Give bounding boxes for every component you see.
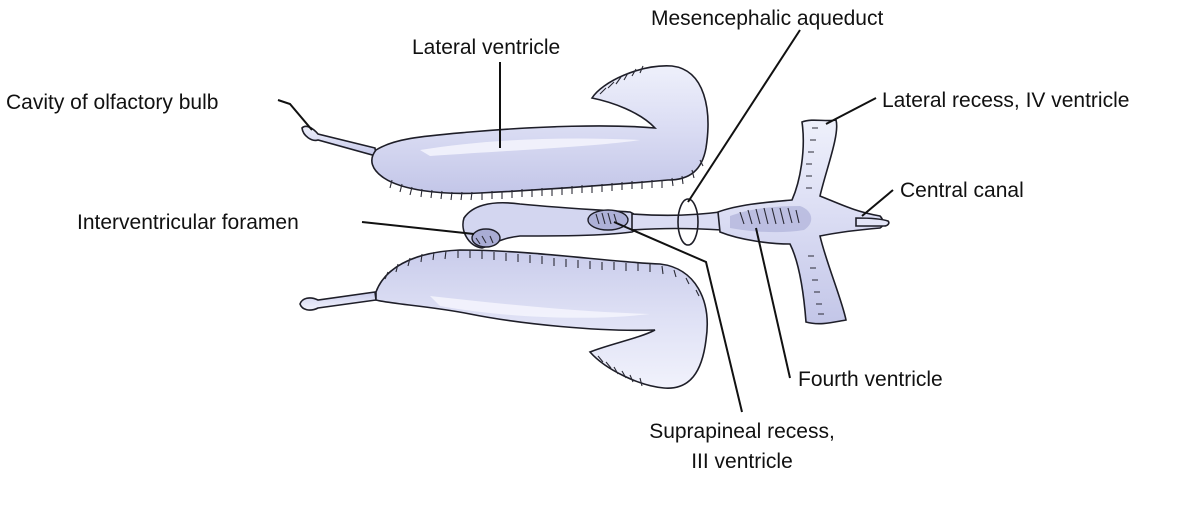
lower-ventricle-shine [430,296,650,318]
fourth-ventricle-complex [631,119,890,325]
label-lateral-ventricle: Lateral ventricle [412,36,560,59]
upper-ventricle-body [371,65,709,195]
leader-suprapineal-recess [613,221,743,413]
lower-horn-hatching [597,355,643,387]
suprapineal-recess-shape [587,209,629,231]
leader-cavity-olfactory-bulb [277,99,313,131]
labels: Mesencephalic aqueduct Lateral ventricle… [6,7,1129,473]
mesencephalic-aqueduct-tube [631,211,723,231]
lower-olfactory-stalk [299,291,377,311]
aqueduct-ring [677,198,699,246]
upper-lateral-ventricle [301,65,709,201]
lower-ventricle-body [375,249,708,389]
lower-ventricle-hatching [384,250,700,297]
upper-horn-hatching [599,65,644,95]
label-mesencephalic-aqueduct: Mesencephalic aqueduct [651,7,883,30]
upper-ventricle-shine [420,138,640,156]
third-ventricle-hatching [475,212,618,245]
label-suprapineal-recess-line1: Suprapineal recess, [649,420,835,443]
leader-central-canal [861,189,894,217]
fourth-ventricle-shade [730,206,812,233]
label-interventricular-foramen: Interventricular foramen [77,211,299,234]
leader-interventricular-foramen [361,221,475,235]
central-canal-tube [855,217,890,227]
upper-olfactory-stalk [301,125,377,158]
label-cavity-olfactory-bulb: Cavity of olfactory bulb [6,91,218,114]
leader-fourth-ventricle [755,227,791,379]
third-ventricle [462,202,640,249]
label-central-canal: Central canal [900,179,1024,202]
label-suprapineal-recess-line2: III ventricle [691,450,793,473]
leader-mesencephalic-aqueduct [687,29,801,203]
upper-ventricle-hatching [389,159,704,201]
label-lateral-recess: Lateral recess, IV ventricle [882,89,1129,112]
leader-lateral-recess [825,97,877,125]
label-fourth-ventricle: Fourth ventricle [798,368,943,391]
leader-lines [277,29,894,413]
lower-lateral-ventricle [299,249,708,389]
fourth-ventricle-hatching [739,127,824,315]
